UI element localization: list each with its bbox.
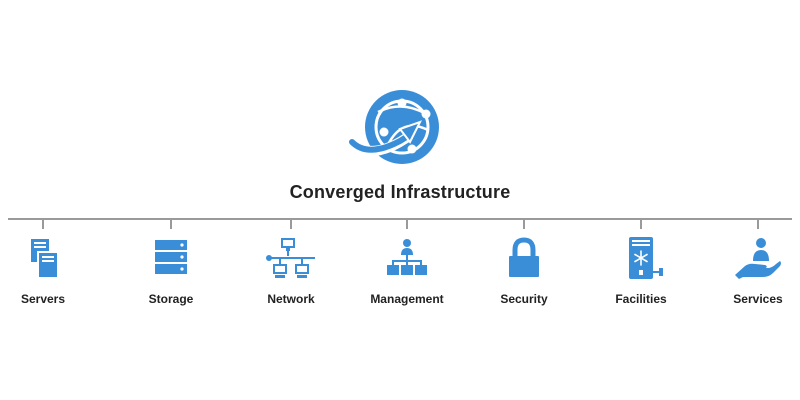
category-label-network: Network (267, 292, 315, 306)
connector-tick (523, 219, 525, 229)
management-icon (387, 239, 427, 275)
connector-tick (757, 219, 759, 229)
category-storage: Storage (116, 219, 226, 319)
hub-title: Converged Infrastructure (289, 182, 511, 202)
category-services: Services (703, 219, 800, 319)
connector-tick (290, 219, 292, 229)
category-label-security: Security (500, 292, 548, 306)
category-label-servers: Servers (20, 292, 66, 306)
globe-arrow-network-icon (348, 90, 439, 164)
category-network: Network (236, 219, 346, 319)
category-label-storage: Storage (148, 292, 194, 306)
connector-line (8, 218, 792, 220)
network-icon (266, 238, 315, 278)
services-hand-icon (735, 238, 781, 279)
connector-tick (42, 219, 44, 229)
category-label-facilities: Facilities (615, 292, 667, 306)
storage-icon (155, 240, 187, 274)
category-label-management: Management (370, 292, 444, 306)
category-security: Security (469, 219, 579, 319)
padlock-icon (509, 237, 539, 277)
category-label-services: Services (733, 292, 783, 306)
connector-tick (406, 219, 408, 229)
facilities-icon (629, 237, 663, 279)
category-management: Management (352, 219, 462, 319)
category-servers: Servers (0, 219, 98, 319)
servers-icon (31, 239, 57, 277)
connector-tick (170, 219, 172, 229)
category-facilities: Facilities (586, 219, 696, 319)
connector-tick (640, 219, 642, 229)
